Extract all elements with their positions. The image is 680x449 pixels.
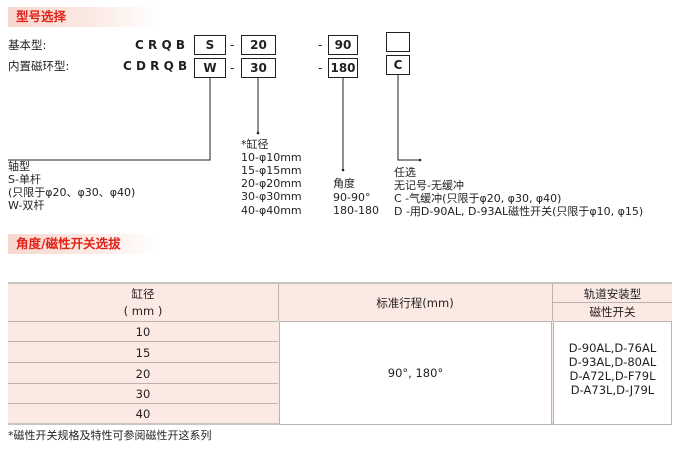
leader-shaft (8, 78, 211, 161)
option-line: C -气缓冲(只限于φ20, φ30, φ40) (394, 192, 562, 205)
dash: - (318, 38, 323, 52)
leader-option (397, 75, 420, 161)
model-code-magnet: CDRQB (123, 59, 192, 73)
angle-title: 角度 (333, 177, 355, 190)
stroke-cell: 90°, 180° (387, 366, 444, 380)
header-stroke: 标准行程(mm) (376, 295, 454, 310)
leader-angle-dot (341, 168, 345, 172)
section-title-band: 型号选择 (0, 7, 180, 27)
box-bore-magnet: 30 (241, 58, 276, 78)
bore-title: *缸径 (241, 138, 269, 151)
dash: - (230, 38, 235, 52)
switch-model: D-90AL,D-76AL (568, 341, 657, 355)
leader-bore-dot (256, 131, 260, 135)
box-angle-magnet: 180 (328, 58, 358, 78)
option-title: 任选 (394, 166, 416, 179)
stroke-cell-box (279, 321, 552, 425)
box-shaft-magnet: W (194, 58, 226, 78)
model-label-magnet: 内置磁环型: (8, 59, 70, 73)
angle-line: 180-180 (333, 204, 379, 217)
bore-cell: 30 (135, 386, 151, 401)
dash: - (318, 61, 323, 75)
bore-cell: 15 (135, 345, 151, 360)
switch-table: 缸径 ( mm ) 标准行程(mm) 轨道安装型 磁性开关 10 15 20 3… (8, 282, 672, 425)
bore-line: 30-φ30mm (241, 190, 302, 203)
shaft-line: S-单杆 (8, 173, 41, 186)
footnote: *磁性开关规格及特性可参阅磁性开这系列 (8, 429, 212, 442)
header-mount: 轨道安装型 (583, 286, 642, 301)
header-switch: 磁性开关 (589, 304, 636, 319)
bore-line: 15-φ15mm (241, 164, 302, 177)
leader-option-dot (418, 158, 422, 162)
bore-line: 40-φ40mm (241, 204, 302, 217)
section-title-switch-selection: 角度/磁性开关选拔 (8, 234, 158, 254)
bore-cell: 20 (135, 366, 151, 381)
bore-cell: 10 (135, 324, 151, 339)
box-option-magnet: C (386, 55, 410, 75)
switch-model: D-A72L,D-F79L (569, 369, 656, 383)
box-bore-basic: 20 (241, 35, 276, 55)
angle-line: 90-90° (333, 191, 371, 204)
header-bore: 缸径 (131, 287, 155, 301)
switch-model: D-93AL,D-80AL (568, 355, 657, 369)
section-title-model-selection: 型号选择 (8, 7, 159, 27)
option-line: 无记号-无缓冲 (394, 179, 464, 192)
bore-cell: 40 (135, 406, 151, 421)
bore-line: 10-φ10mm (241, 151, 302, 164)
model-code-basic: CRQB (135, 38, 190, 52)
shaft-title: 轴型 (8, 160, 30, 173)
model-label-basic: 基本型: (8, 38, 47, 52)
box-shaft-basic: S (194, 35, 226, 55)
dash: - (230, 61, 235, 75)
header-bore-unit: ( mm ) (123, 304, 163, 318)
switch-cell-box (553, 321, 672, 425)
switch-model: D-A73L,D-J79L (570, 383, 655, 397)
option-line: D -用D-90AL, D-93AL磁性开关(只限于φ10, φ15) (394, 205, 644, 218)
box-option-basic (386, 32, 410, 52)
box-angle-basic: 90 (328, 35, 358, 55)
section-title-band: 角度/磁性开关选拔 (0, 234, 180, 254)
bore-line: 20-φ20mm (241, 177, 302, 190)
shaft-line: (只限于φ20、φ30、φ40) (8, 186, 136, 199)
shaft-line: W-双杆 (8, 199, 45, 212)
